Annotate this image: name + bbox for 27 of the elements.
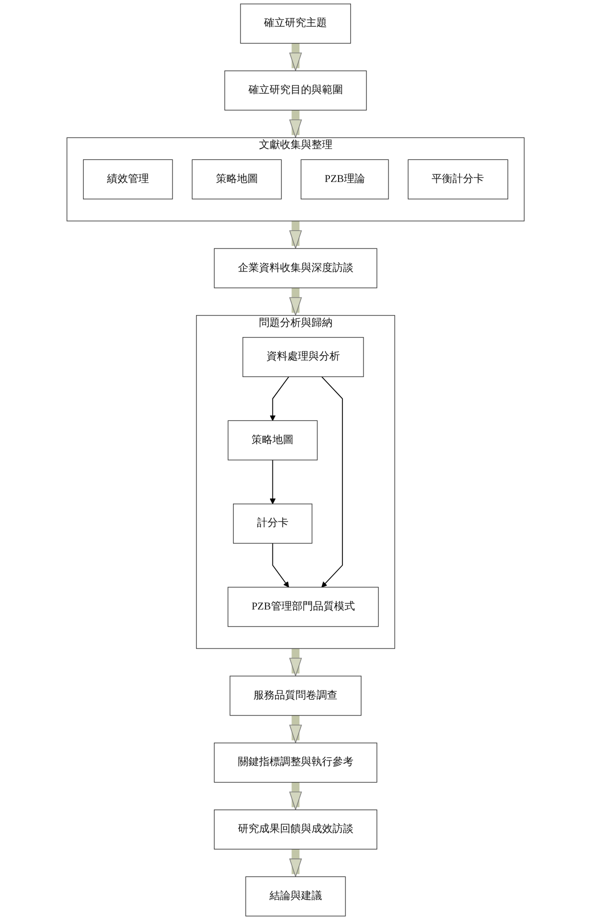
arrow [289, 648, 302, 676]
arrow [289, 782, 302, 810]
arrow [270, 460, 276, 504]
node-box: 策略地圖 [228, 420, 318, 460]
node-box: 關鍵指標調整與執行參考 [214, 742, 378, 783]
node-box: 確立研究目的與範圍 [224, 70, 367, 110]
node-box: 資料處理與分析 [242, 337, 364, 378]
arrow [289, 715, 302, 744]
node-box: 策略地圖 [192, 159, 282, 200]
node-box: 平衡計分卡 [408, 159, 508, 200]
node-box: 研究成果回饋與成效訪談 [214, 810, 378, 850]
node-box: 計分卡 [232, 504, 312, 544]
arrow [272, 542, 289, 588]
arrow [289, 43, 302, 71]
arrow [289, 220, 302, 249]
node-box: 服務品質問卷調查 [230, 676, 362, 716]
node-box: PZB管理部門品質模式 [228, 586, 379, 627]
node-box: 績效管理 [82, 159, 173, 200]
arrow [289, 849, 302, 877]
node-box: PZB理論 [300, 159, 389, 200]
node-box: 結論與建議 [245, 876, 346, 916]
node-box: 企業資料收集與深度訪談 [214, 248, 378, 288]
arrow [270, 376, 290, 421]
arrow [289, 288, 302, 316]
arrow [321, 376, 343, 588]
node-box: 確立研究主題 [240, 4, 351, 44]
arrow [289, 110, 302, 138]
